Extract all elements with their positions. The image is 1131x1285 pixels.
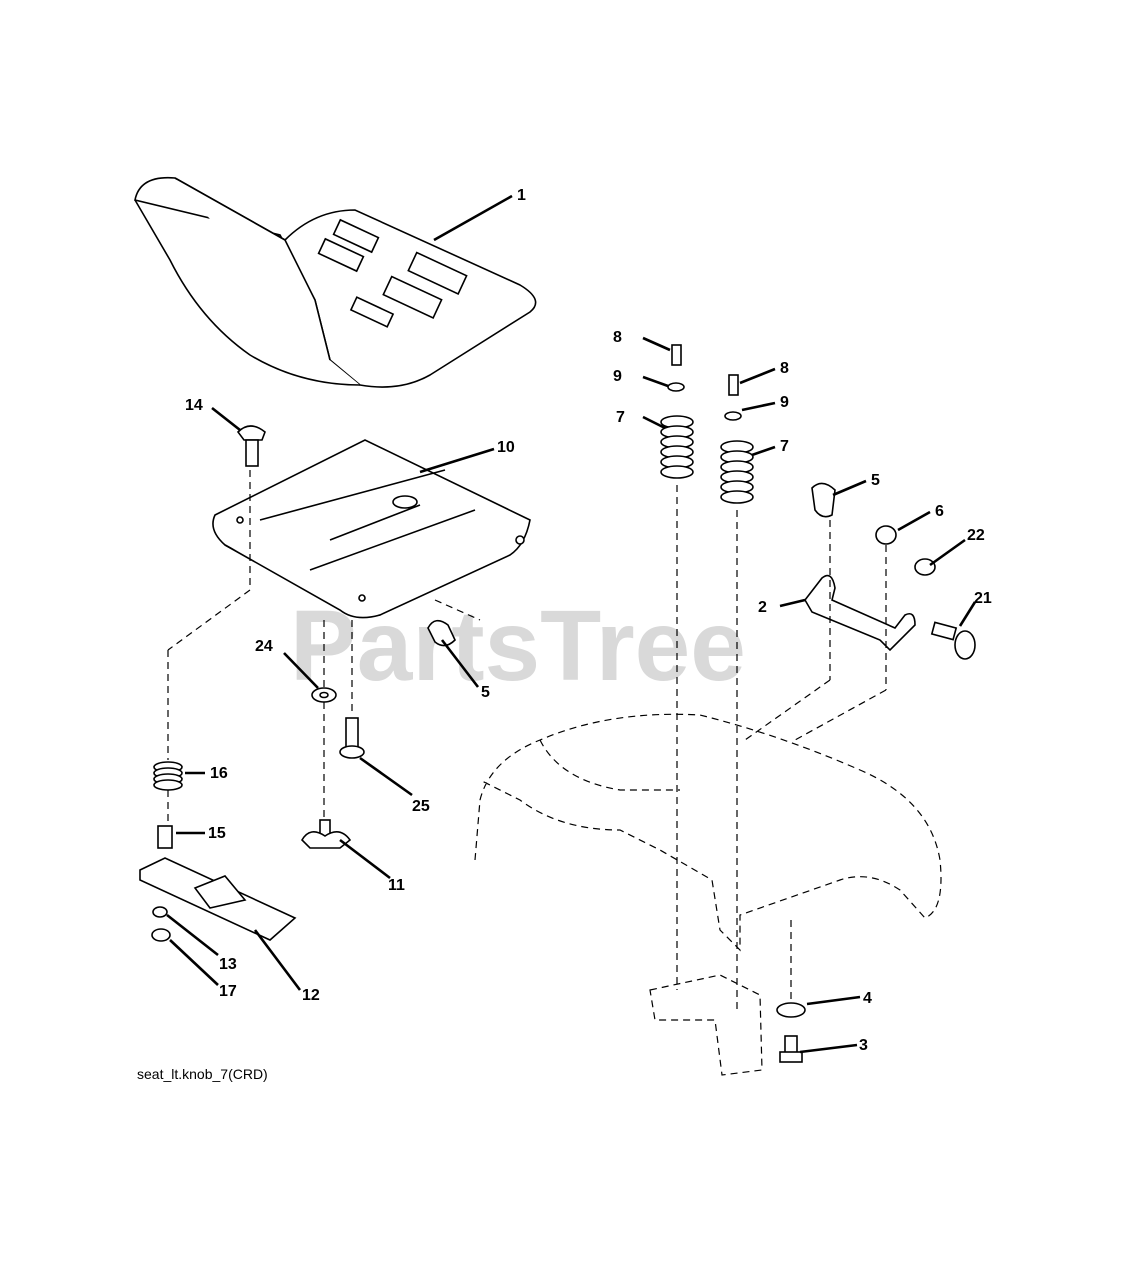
washer-hole (319, 691, 329, 699)
bolt-part-right (728, 374, 739, 396)
callout-10: 10 (497, 439, 515, 456)
callout-21: 21 (974, 590, 992, 607)
mounting-plate-part (139, 857, 297, 941)
callout-8-right: 8 (780, 360, 789, 377)
callout-12: 12 (302, 987, 320, 1004)
callout-22: 22 (967, 527, 985, 544)
callout-8: 8 (613, 329, 622, 346)
callout-7: 7 (616, 409, 625, 426)
frame-outline (167, 470, 942, 1076)
seat-pan-part (212, 439, 531, 619)
spacer-part (157, 825, 173, 849)
hex-bolt-part (779, 1035, 803, 1063)
flange-nut-part (914, 558, 936, 576)
callout-4: 4 (863, 990, 872, 1007)
washer-part-right (724, 411, 742, 421)
callout-labels: 1 8 9 7 8 9 7 5 6 22 2 21 14 10 24 5 25 … (185, 187, 992, 1054)
lock-nut-part (151, 928, 171, 942)
callout-14: 14 (185, 397, 203, 414)
flat-washer-part (776, 1002, 806, 1018)
flange-bolt-part (930, 621, 976, 660)
bolt-part-left (671, 344, 682, 366)
clip-part-left (427, 619, 456, 647)
callout-2: 2 (758, 599, 767, 616)
callout-9: 9 (613, 368, 622, 385)
callout-15: 15 (208, 825, 226, 842)
callout-17: 17 (219, 983, 237, 1000)
nut-part (152, 906, 168, 918)
callout-5-right: 5 (871, 472, 880, 489)
seat-spring-right (720, 440, 754, 504)
callout-3: 3 (859, 1037, 868, 1054)
callout-5-left: 5 (481, 684, 490, 701)
callout-6: 6 (935, 503, 944, 520)
clip-part-right (811, 482, 836, 518)
callout-25: 25 (412, 798, 430, 815)
diagram-caption: seat_lt.knob_7(CRD) (137, 1066, 268, 1082)
callout-16: 16 (210, 765, 228, 782)
shoulder-bolt-part (339, 717, 365, 759)
seat-part (134, 176, 537, 388)
leader-lines (166, 194, 977, 1054)
seat-spring-left (660, 415, 694, 479)
knob-part (301, 819, 352, 849)
hex-nut-part (875, 525, 897, 545)
carriage-bolt-part (236, 425, 266, 467)
callout-9-right: 9 (780, 394, 789, 411)
callout-13: 13 (219, 956, 237, 973)
small-spring-part (153, 761, 183, 791)
callout-11: 11 (388, 877, 405, 894)
bracket-part (804, 574, 916, 652)
callout-7-right: 7 (780, 438, 789, 455)
callout-24: 24 (255, 638, 273, 655)
callout-1: 1 (517, 187, 526, 204)
washer-part-left (667, 382, 685, 392)
